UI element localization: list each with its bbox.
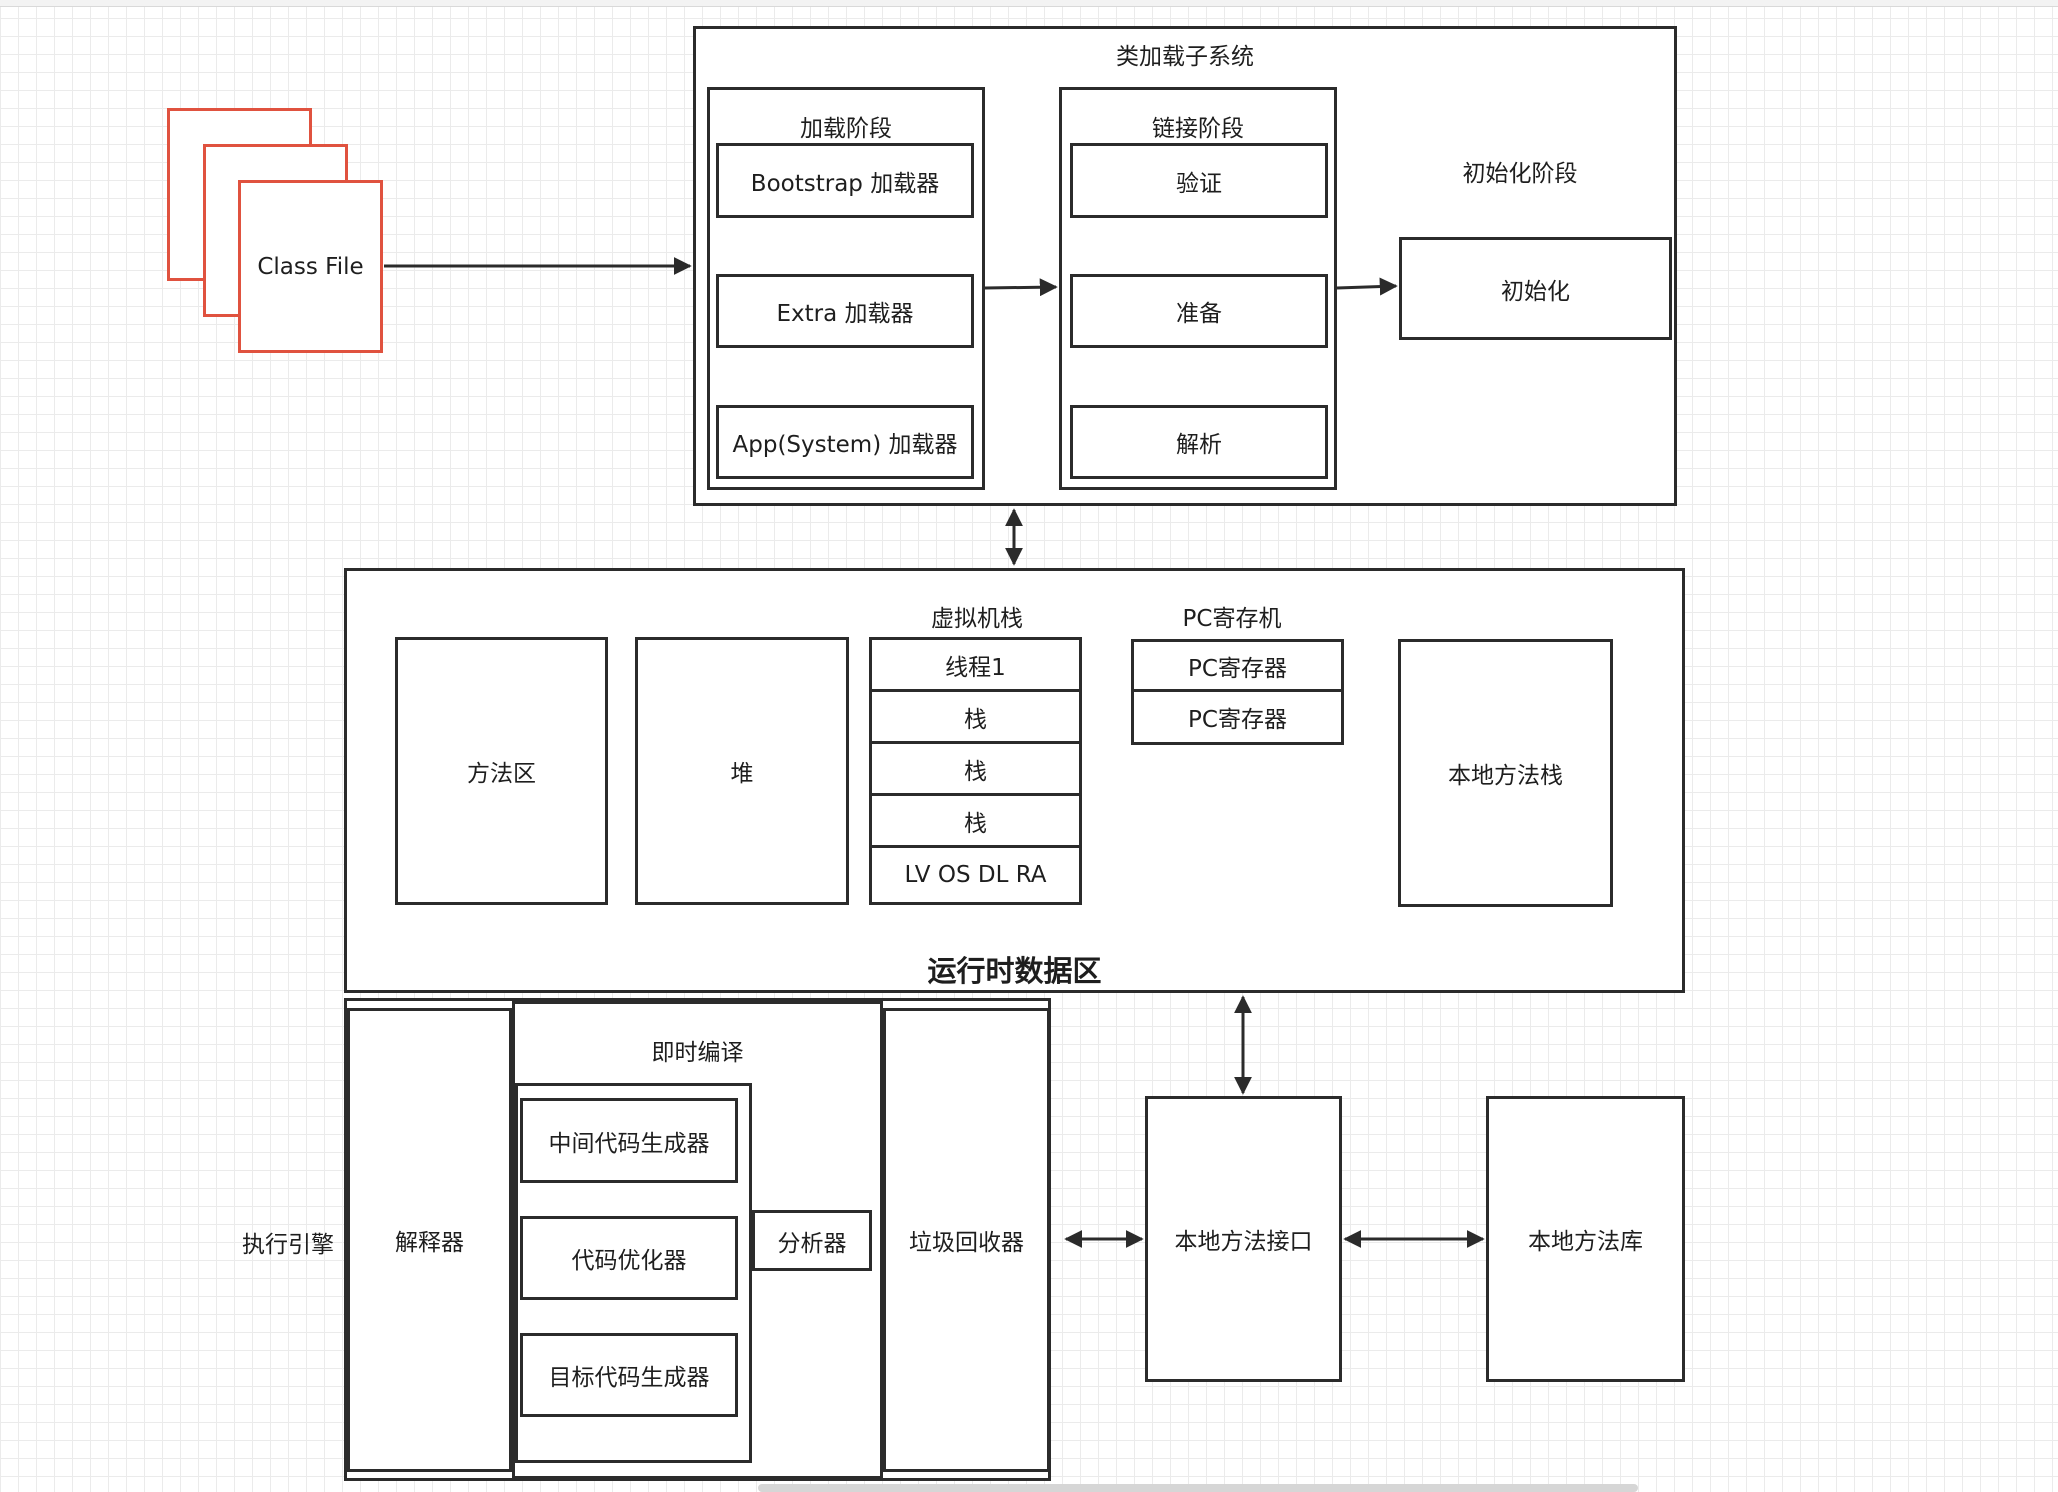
pc-register-title: PC寄存机 [1182,606,1282,632]
vm-stack-row-label: 栈 [964,706,987,733]
method-area[interactable]: 方法区 [395,637,608,905]
execution-engine-label: 执行引擎 [242,1232,334,1258]
heap[interactable]: 堆 [635,637,849,905]
code-optimizer[interactable]: 代码优化器 [520,1216,738,1300]
arrow-loading-to-linking [984,278,1058,297]
initialize-step-label: 初始化 [1501,278,1570,305]
pc-register-label: PC寄存器 [1188,707,1287,733]
jit-compiler-title: 即时编译 [651,1040,744,1066]
native-method-stack-label: 本地方法栈 [1448,763,1563,789]
verify-step-label: 验证 [1176,170,1222,197]
initialize-step[interactable]: 初始化 [1399,237,1672,340]
pc-register[interactable]: PC寄存器 [1131,689,1344,745]
native-method-stack[interactable]: 本地方法栈 [1398,639,1613,907]
heap-label: 堆 [730,761,754,787]
loading-stage-title: 加载阶段 [800,116,892,142]
code-optimizer-label: 代码优化器 [571,1248,687,1274]
native-method-library-label: 本地方法库 [1528,1229,1643,1255]
arrow-linking-to-init [1336,277,1398,296]
extra-loader-label: Extra 加载器 [776,301,914,327]
vm-stack-row-label: 栈 [964,810,987,837]
vm-stack-row-frame[interactable]: 栈 [869,793,1082,848]
prepare-step-label: 准备 [1176,301,1222,327]
intermediate-code-generator-label: 中间代码生成器 [548,1130,710,1157]
init-stage-title: 初始化阶段 [1462,161,1578,187]
class-file-page-front[interactable]: Class File [238,180,383,353]
bootstrap-loader[interactable]: Bootstrap 加载器 [716,143,974,218]
resolve-step[interactable]: 解析 [1070,405,1328,479]
vm-stack-row-frame[interactable]: 栈 [869,689,1082,744]
verify-step[interactable]: 验证 [1070,143,1328,218]
extra-loader[interactable]: Extra 加载器 [716,274,974,348]
analyzer[interactable]: 分析器 [752,1210,872,1271]
interpreter[interactable]: 解释器 [347,1008,512,1472]
bootstrap-loader-label: Bootstrap 加载器 [750,170,940,197]
target-code-generator-label: 目标代码生成器 [548,1365,710,1391]
vm-stack-row-label: LV OS DL RA [904,862,1047,888]
prepare-step[interactable]: 准备 [1070,274,1328,348]
native-method-library[interactable]: 本地方法库 [1486,1096,1685,1382]
app-loader-label: App(System) 加载器 [732,432,958,458]
pc-register-label: PC寄存器 [1188,655,1287,682]
horizontal-scrollbar[interactable] [758,1484,1638,1492]
class-file-label: Class File [257,253,364,280]
vm-stack-title: 虚拟机栈 [931,606,1023,632]
garbage-collector[interactable]: 垃圾回收器 [883,1008,1050,1472]
vm-stack-row-label: 栈 [964,758,987,785]
vm-stack-row-frame-detail[interactable]: LV OS DL RA [869,845,1082,905]
target-code-generator[interactable]: 目标代码生成器 [520,1333,738,1417]
native-method-interface-label: 本地方法接口 [1174,1229,1313,1255]
class-loader-title: 类加载子系统 [1116,44,1254,70]
vm-stack-row-thread[interactable]: 线程1 [869,637,1082,692]
runtime-data-area-title: 运行时数据区 [927,954,1102,988]
interpreter-label: 解释器 [395,1230,464,1256]
analyzer-label: 分析器 [777,1230,847,1257]
garbage-collector-label: 垃圾回收器 [909,1230,1024,1256]
method-area-label: 方法区 [467,761,536,787]
intermediate-code-generator[interactable]: 中间代码生成器 [520,1098,738,1183]
resolve-step-label: 解析 [1176,432,1222,458]
native-method-interface[interactable]: 本地方法接口 [1145,1096,1342,1382]
vm-stack-row-label: 线程1 [945,654,1006,681]
app-loader[interactable]: App(System) 加载器 [716,405,974,479]
canvas-top-bar [0,0,2058,7]
pc-register[interactable]: PC寄存器 [1131,639,1344,692]
linking-stage-title: 链接阶段 [1152,116,1244,142]
